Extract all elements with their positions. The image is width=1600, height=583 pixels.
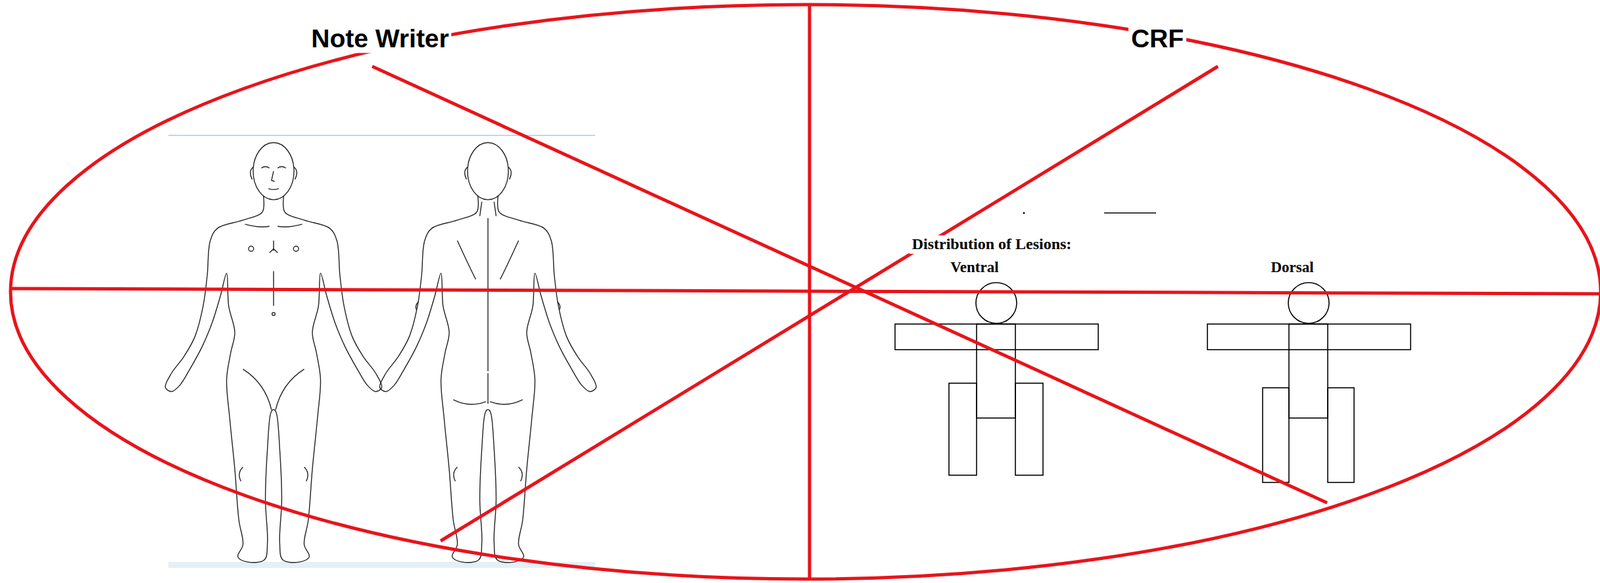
form-heading: Distribution of Lesions: [909,235,1075,254]
mouth [268,188,279,191]
shoulder-blade [457,240,519,280]
head-outline [253,142,294,200]
spine-line [487,218,488,372]
dot [1023,212,1026,215]
eye [277,166,286,168]
ear [464,167,468,180]
strike-line [440,66,1218,542]
collarbone [245,224,303,227]
back-body-outline [379,142,596,563]
body-contour [165,195,382,563]
view-label: Dorsal [1267,259,1316,277]
leg-rect [1015,383,1043,476]
panel-title: Note Writer [308,24,452,54]
view-label: Ventral [947,259,1001,277]
ear [508,167,511,180]
head-outline [467,142,509,200]
strike-ellipse [10,4,1600,580]
view-label-box: Ventral [947,259,1001,277]
panel-title-box: CRF [1128,24,1187,54]
torso-rect [976,324,1016,419]
leg-rect [1327,387,1355,483]
view-label-box: Dorsal [1267,259,1316,277]
ear [293,167,297,180]
front-body-outline [165,142,382,563]
dorsal-figure [1207,282,1411,483]
panel-title-box: Note Writer [308,24,452,54]
chest-line [269,240,278,254]
knee-line [518,467,523,483]
neck-line [480,201,497,217]
strike-line [9,288,1600,294]
knee-line [453,467,458,483]
head-circle [1288,282,1330,324]
eye [261,166,269,168]
panel-title: CRF [1128,24,1187,54]
arms-rect [895,324,1099,350]
arms-rect [1207,324,1411,350]
nipple [248,246,254,252]
leg-rect [1262,387,1289,483]
knee-line [239,467,244,483]
body-contour [379,195,596,563]
form-heading-box: Distribution of Lesions: [909,235,1075,254]
blank-line [1104,212,1157,214]
ear [250,167,254,180]
leg-rect [948,383,977,476]
head-circle [975,282,1017,324]
nipple [293,246,299,252]
torso-rect [1288,324,1328,419]
strike-line [372,66,1328,504]
buttock-line [453,373,523,405]
guide-line [168,134,596,137]
nose [271,170,275,182]
navel [272,312,276,316]
elbow-line [415,301,560,310]
knee-line [304,467,309,483]
ventral-figure [895,282,1099,476]
groin-line [242,369,304,411]
